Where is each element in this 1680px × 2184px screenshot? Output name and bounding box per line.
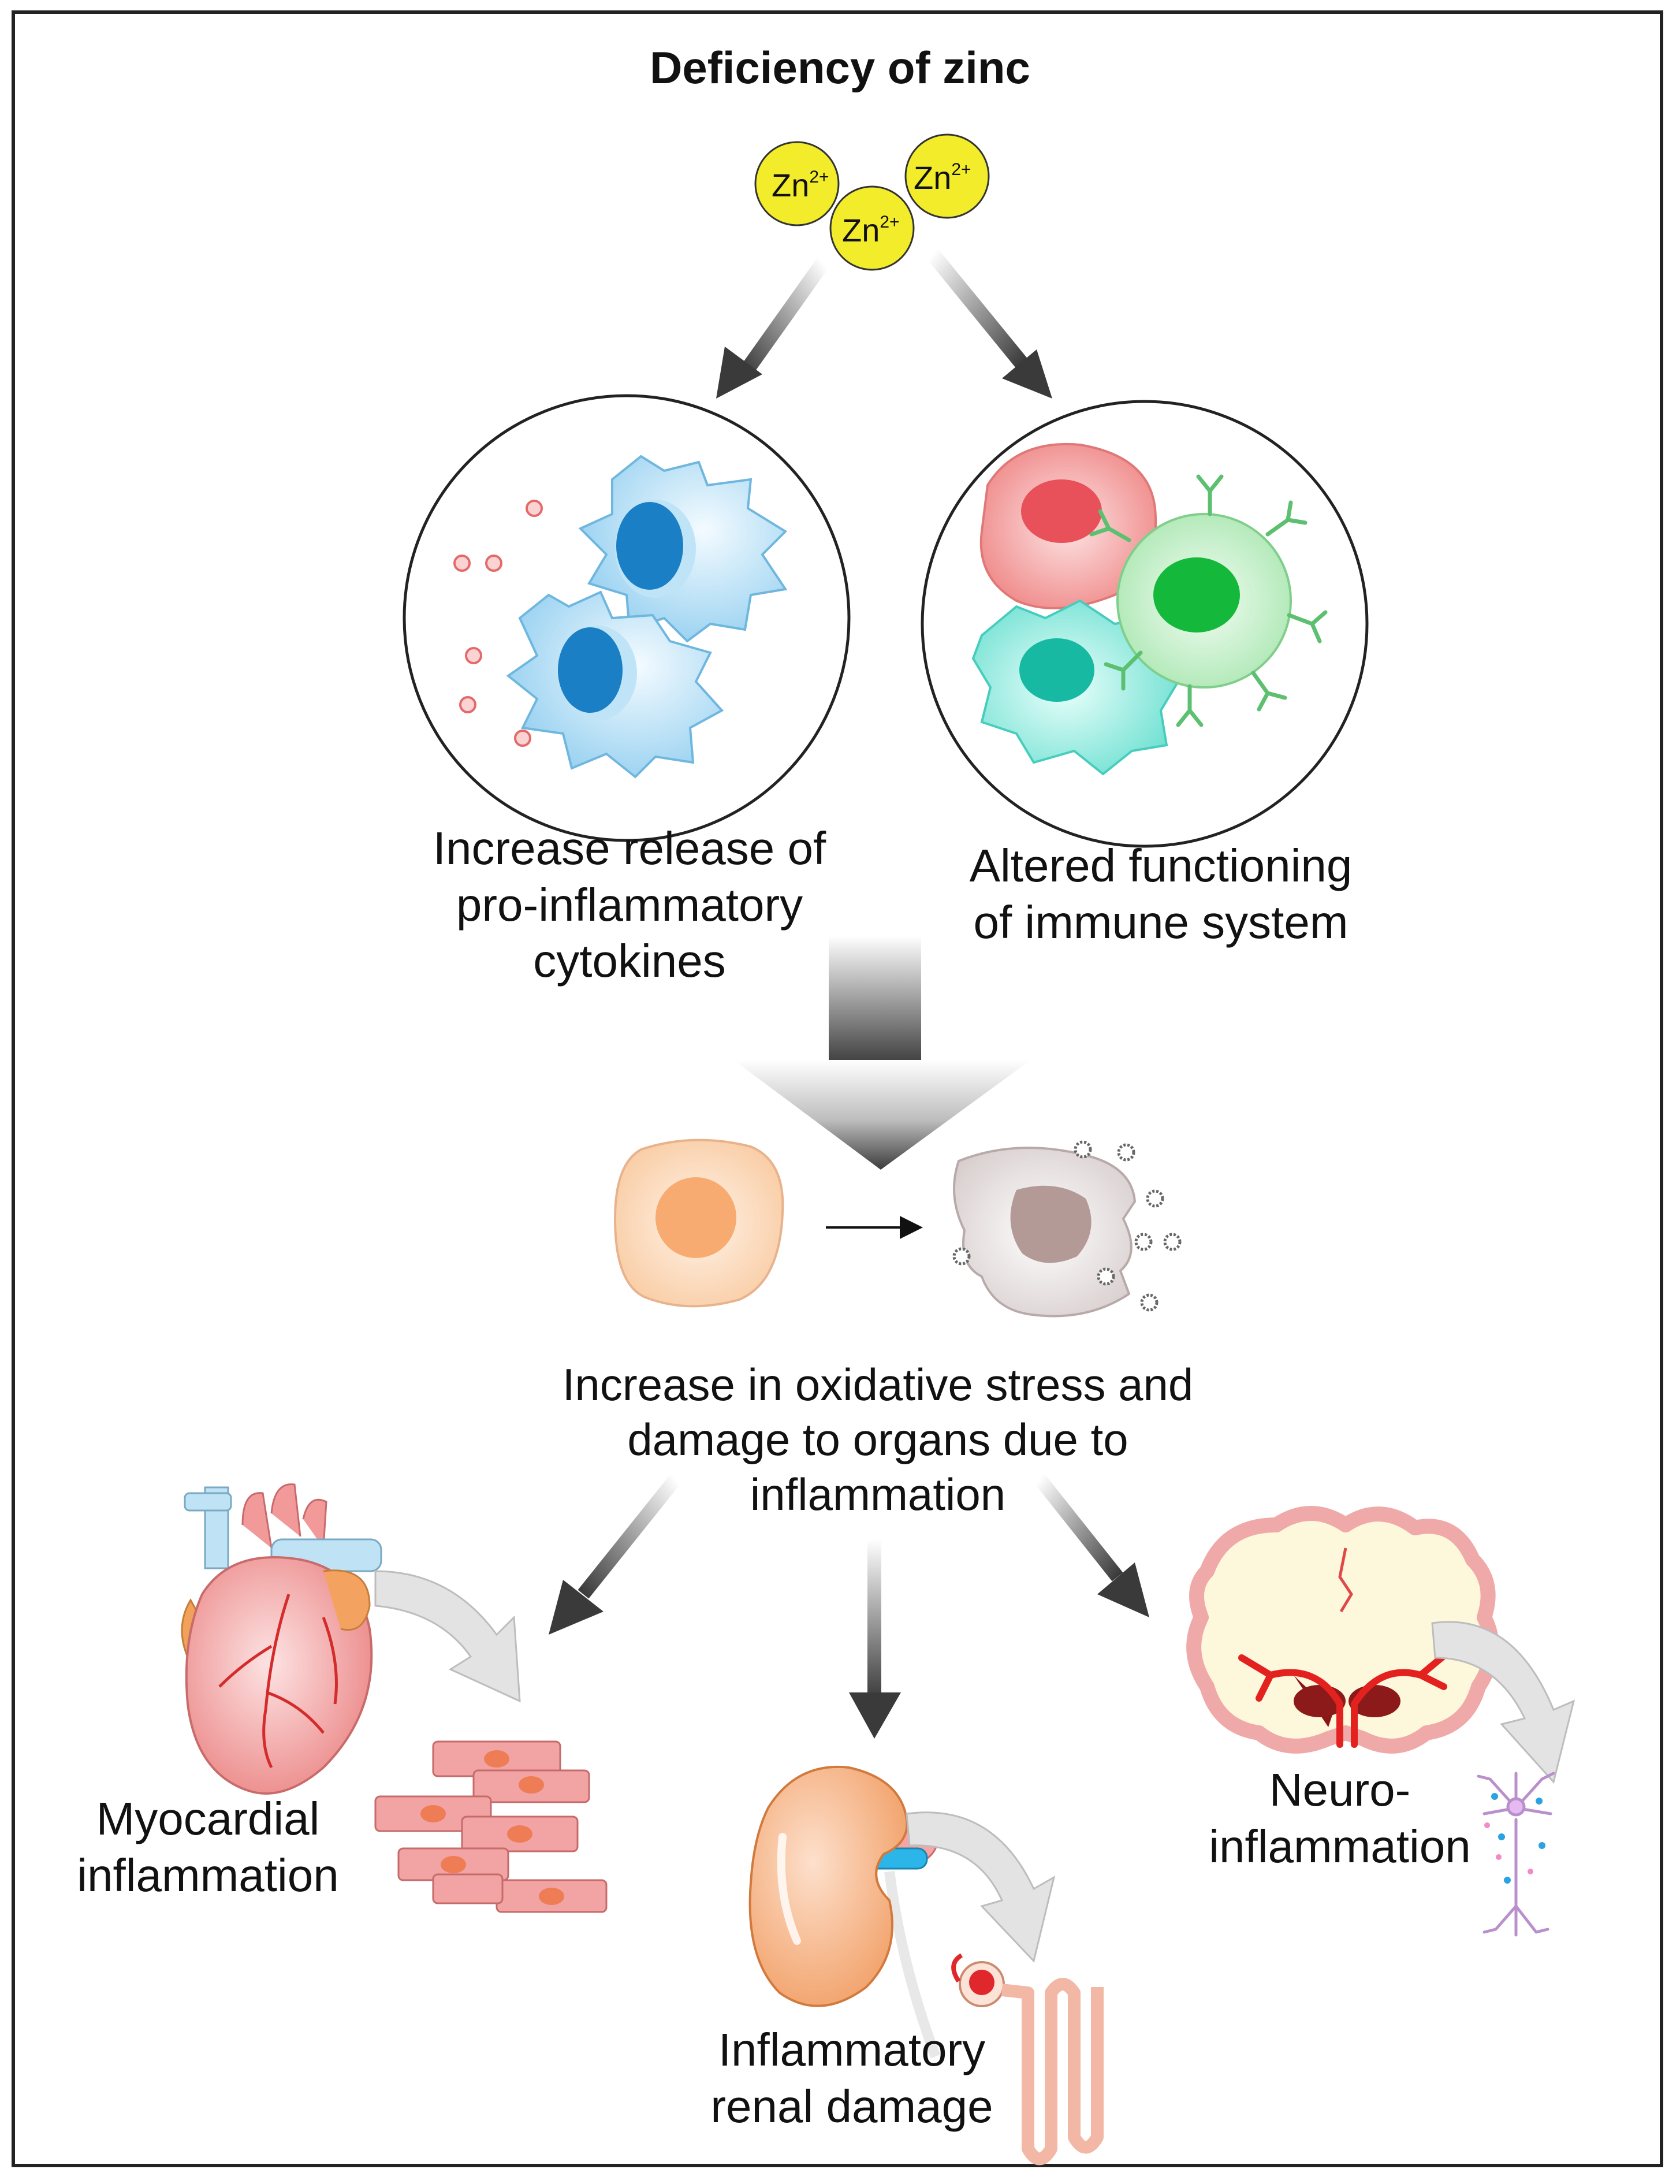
myocardial-label: Myocardial inflammation: [35, 1791, 381, 1903]
myocardial-nuclei: [420, 1750, 564, 1905]
oxidative-label-line-3: inflammation: [750, 1469, 1006, 1520]
renal-label: Inflammatory renal damage: [664, 2022, 1040, 2134]
zinc-ion-1-label: Zn2+: [772, 167, 829, 203]
kidney-body: [748, 1765, 908, 2007]
neuro-label-line-2: inflammation: [1209, 1820, 1471, 1872]
to-kidney-arrow: [849, 1539, 901, 1739]
zinc-ion-2-label: Zn2+: [914, 159, 971, 196]
antibody-receptors: [1089, 474, 1328, 727]
neuron: [1477, 1772, 1555, 1937]
heart-illustration: [181, 1483, 382, 1795]
cytokines-label-line-2: pro-inflammatory: [456, 879, 803, 931]
immune-label-line-2: of immune system: [973, 896, 1349, 948]
damaged-cell-nucleus: [1010, 1185, 1092, 1263]
cytokine-cells-circle: [403, 394, 851, 842]
convergence-arrow: [733, 936, 1031, 1170]
teal-cell-nucleus: [1019, 638, 1094, 702]
red-cell-nucleus: [1021, 479, 1102, 543]
myocardial-label-line-2: inflammation: [77, 1849, 339, 1901]
cytokines-label-line-3: cytokines: [533, 935, 726, 987]
oxidative-label-line-2: damage to organs due to: [627, 1414, 1128, 1465]
kidney-zoom-arrow: [906, 1811, 1056, 1963]
immune-cells-circle: [921, 400, 1369, 848]
neuron-signal-dots: [1484, 1793, 1545, 1884]
kidney-illustration: [748, 1765, 941, 2059]
cytokine-dots: [453, 500, 543, 747]
heart-zoom-arrow: [374, 1570, 521, 1703]
zinc-ion-3: [829, 185, 915, 271]
zinc-to-cytokines-arrow: [716, 258, 829, 399]
oxidative-damage-illustration: [613, 1138, 1182, 1318]
zinc-ion-2: [904, 133, 990, 219]
myocardial-cells: [374, 1740, 608, 1913]
immune-label-line-1: Altered functioning: [969, 840, 1353, 891]
zinc-ion-1: [754, 141, 840, 226]
brain-outline: [1186, 1506, 1499, 1754]
oxidative-label-line-1: Increase in oxidative stress and: [562, 1359, 1194, 1410]
to-brain-arrow: [1034, 1474, 1149, 1617]
diagram-title: Deficiency of zinc: [650, 42, 1030, 93]
to-heart-arrow: [549, 1474, 681, 1635]
neuro-label: Neuro- inflammation: [1167, 1762, 1513, 1874]
zinc-ions-group: Zn2+ Zn2+ Zn2+: [754, 133, 990, 271]
healthy-cell-nucleus: [655, 1177, 736, 1258]
cytokines-label: Increase release of pro-inflammatory cyt…: [370, 820, 889, 989]
brain-zoom-arrow: [1431, 1621, 1575, 1784]
nephron: [951, 1953, 1104, 2166]
neuro-label-line-1: Neuro-: [1269, 1764, 1411, 1815]
nucleus-lower: [558, 627, 623, 713]
cytokines-label-line-1: Increase release of: [433, 823, 826, 874]
zinc-ion-3-label: Zn2+: [842, 212, 900, 248]
green-cell-nucleus: [1153, 557, 1240, 632]
nucleus-upper: [616, 502, 683, 590]
renal-label-line-1: Inflammatory: [718, 2024, 986, 2075]
immune-label: Altered functioning of immune system: [901, 838, 1421, 950]
brain-illustration: [1186, 1506, 1499, 1754]
renal-label-line-2: renal damage: [710, 2080, 993, 2132]
myocardial-label-line-1: Myocardial: [96, 1793, 320, 1844]
oxidative-stress-label: Increase in oxidative stress and damage …: [474, 1357, 1282, 1522]
zinc-to-immune-arrow: [926, 249, 1052, 399]
free-radicals: [952, 1140, 1182, 1312]
heart-body: [185, 1556, 373, 1795]
